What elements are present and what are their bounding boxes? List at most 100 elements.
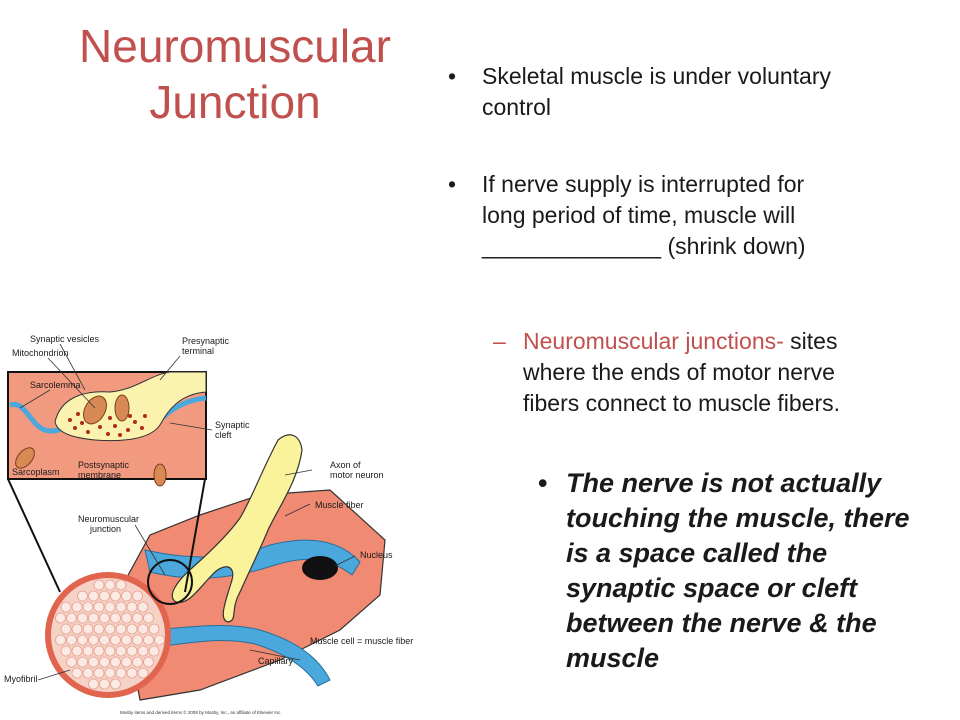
junction-highlight [147, 559, 193, 605]
note-line: muscle [566, 643, 660, 673]
myofibril-cell [88, 678, 99, 690]
myofibril-cell [104, 645, 116, 657]
vesicle-dot [126, 428, 130, 432]
myofibril-cell [77, 612, 88, 624]
myofibril-cell [88, 590, 99, 602]
myofibril-cell [148, 623, 160, 635]
myofibril-cell [60, 601, 72, 613]
myofibril-cell [126, 623, 138, 635]
myofibril-cell [93, 667, 105, 679]
axon-shape [171, 434, 303, 623]
myofibril-cell [77, 634, 88, 646]
myofibril-cell [77, 590, 88, 602]
note-line: is a space called the [566, 538, 828, 568]
bullet-mark: • [448, 171, 457, 197]
label-nucleus: Nucleus [360, 550, 393, 560]
vesicle-dot [140, 426, 144, 430]
label-myofibril: Myofibril [4, 674, 38, 684]
myofibril-cell [104, 601, 116, 613]
label-neuromuscular: Neuromuscular [78, 514, 139, 524]
myofibril-cell [126, 645, 138, 657]
myofibril-cell [93, 601, 105, 613]
myofibril-cell [110, 590, 121, 602]
leader-lines [19, 343, 356, 681]
label-axon-of: Axon of [330, 460, 361, 470]
mitochondrion-shape [83, 395, 107, 425]
label-postsynaptic: Postsynaptic [78, 460, 130, 470]
myofibril-cell [82, 601, 94, 613]
myofibril-cell [115, 667, 127, 679]
zoom-line [7, 478, 61, 593]
vesicle-dot [108, 416, 112, 420]
vesicle-dot [73, 426, 77, 430]
myofibril-cell [115, 601, 127, 613]
label-sarcolemma: Sarcolemma [30, 380, 81, 390]
dash-mark: – [493, 328, 506, 354]
label-motor-neuron: motor neuron [330, 470, 384, 480]
myofibril-cell [110, 612, 121, 624]
title-line-2: Junction [149, 76, 321, 128]
sub-bullet-definition: – Neuromuscular junctions- sites where t… [493, 326, 841, 419]
bullet-voluntary-control: • Skeletal muscle is under voluntary con… [448, 61, 831, 123]
mitochondrion-shape [15, 447, 35, 469]
vesicle-dot [80, 421, 84, 425]
myofibril-cell [137, 667, 149, 679]
neuromuscular-junction-figure: Synaptic vesicles Mitochondrion Presynap… [4, 334, 413, 715]
myofibril-cell [115, 645, 127, 657]
label-synaptic-vesicles: Synaptic vesicles [30, 334, 100, 344]
myofibril-cell [93, 579, 105, 591]
label-terminal: terminal [182, 346, 214, 356]
myofibril-cell [110, 634, 121, 646]
myofibril-cell [99, 678, 110, 690]
figure-credit: Mosby items and derived items © 2008 by … [120, 709, 281, 715]
label-capillary: Capillary [258, 656, 294, 666]
myofibril-cell [99, 634, 110, 646]
myofibril-cell [132, 656, 143, 668]
sub-bullet-line: where the ends of motor nerve [523, 359, 835, 385]
myofibril-cell [132, 612, 143, 624]
label-membrane: membrane [78, 470, 121, 480]
myofibril-cell [121, 590, 132, 602]
synaptic-vesicles [68, 412, 147, 437]
bullet-line: control [482, 94, 552, 120]
bullet-mark: • [448, 63, 457, 89]
myofibril-cell [154, 634, 165, 646]
note-line: between the nerve & the [566, 608, 877, 638]
label-synaptic: Synaptic [215, 420, 250, 430]
bullet-line: Skeletal muscle is under voluntary [482, 63, 831, 89]
myofibril-cell [126, 667, 138, 679]
vesicle-dot [76, 412, 80, 416]
myofibril-cell [77, 656, 88, 668]
myofibril-cell [88, 634, 99, 646]
myofibril-cell [88, 656, 99, 668]
myofibril-cell [55, 634, 66, 646]
note-line: synaptic space or cleft [566, 573, 858, 603]
myofibril-cell [93, 645, 105, 657]
myofibril-cell [60, 623, 72, 635]
nucleus-shape [302, 556, 338, 580]
vesicle-dot [133, 420, 137, 424]
myofibril-cell [143, 656, 154, 668]
myofibril-cell [82, 667, 94, 679]
title-line-1: Neuromuscular [79, 20, 391, 72]
vesicle-dot [143, 414, 147, 418]
myofibril-cell [121, 634, 132, 646]
label-muscle-fiber: Muscle fiber [315, 500, 364, 510]
vesicle-dot [68, 418, 72, 422]
slide-title: Neuromuscular Junction [40, 18, 430, 130]
vesicle-dot [98, 425, 102, 429]
myofibril-cell [71, 601, 83, 613]
sub-bullet-line: fibers connect to muscle fibers. [523, 390, 841, 416]
bullet-line: long period of time, muscle will [482, 202, 796, 228]
myofibril-cell [137, 623, 149, 635]
myofibril-cell [66, 634, 77, 646]
bullet-line-blank: ______________ (shrink down) [482, 233, 806, 259]
myofibril-cell [55, 612, 66, 624]
note-synaptic-cleft: • The nerve is not actually touching the… [538, 466, 910, 676]
note-line: The nerve is not actually [566, 468, 882, 498]
sub-bullet-text: sites [783, 328, 838, 354]
myofibril-cell [126, 601, 138, 613]
myofibril-cell [143, 612, 154, 624]
zoom-line [184, 478, 206, 593]
bullet-mark: • [538, 468, 548, 498]
